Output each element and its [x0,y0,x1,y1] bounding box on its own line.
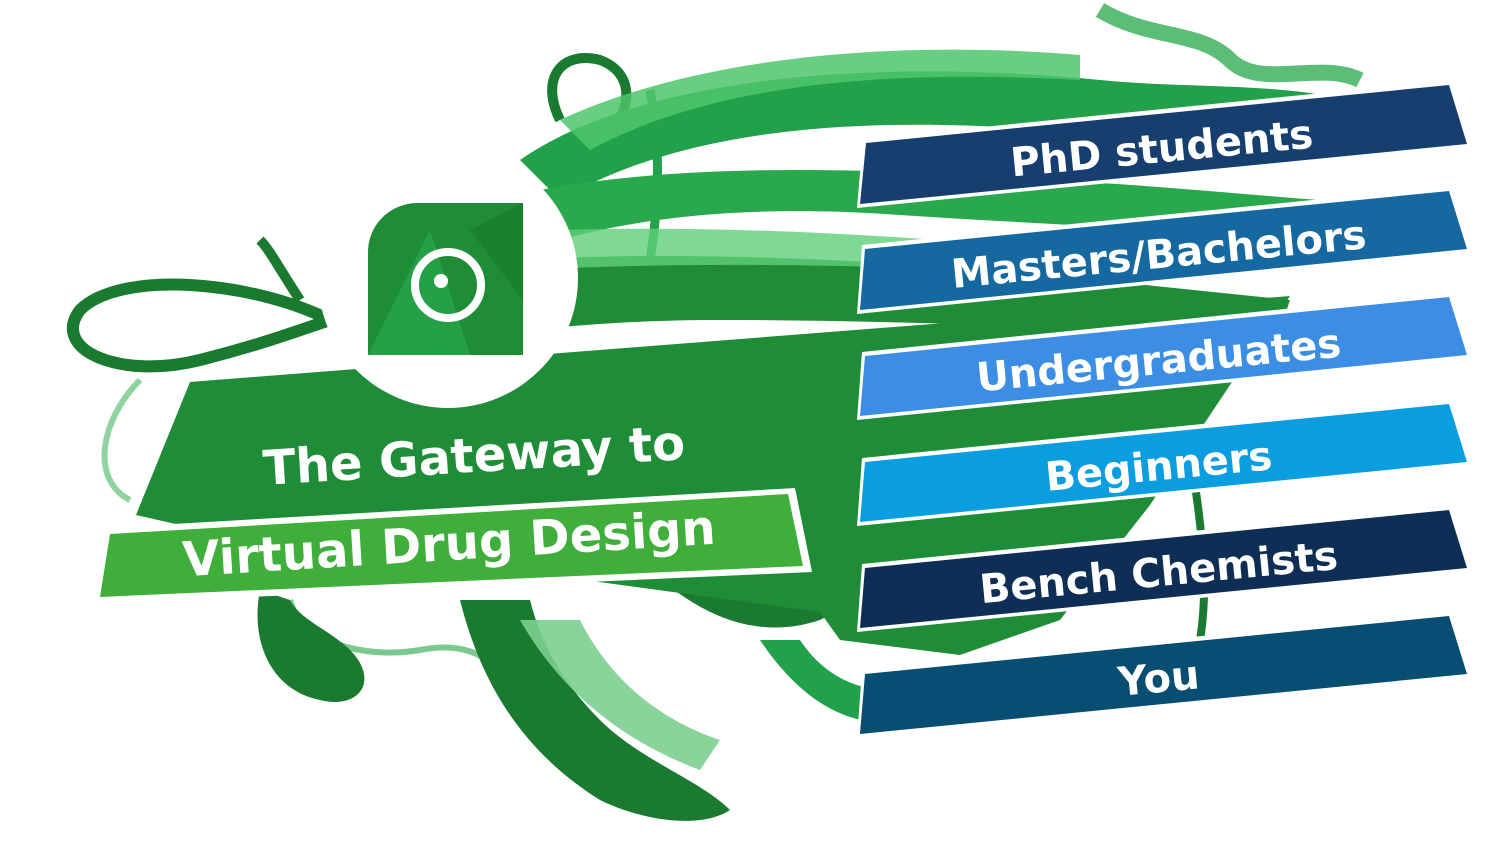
audience-item-undergraduates: Undergraduates [857,292,1473,420]
audience-item-you: You [857,611,1473,738]
audience-list: PhD students Masters/Bachelors Undergrad… [857,80,1473,738]
audience-label: You [1115,652,1201,706]
logo-badge [318,148,578,408]
target-eye-icon [411,248,485,322]
